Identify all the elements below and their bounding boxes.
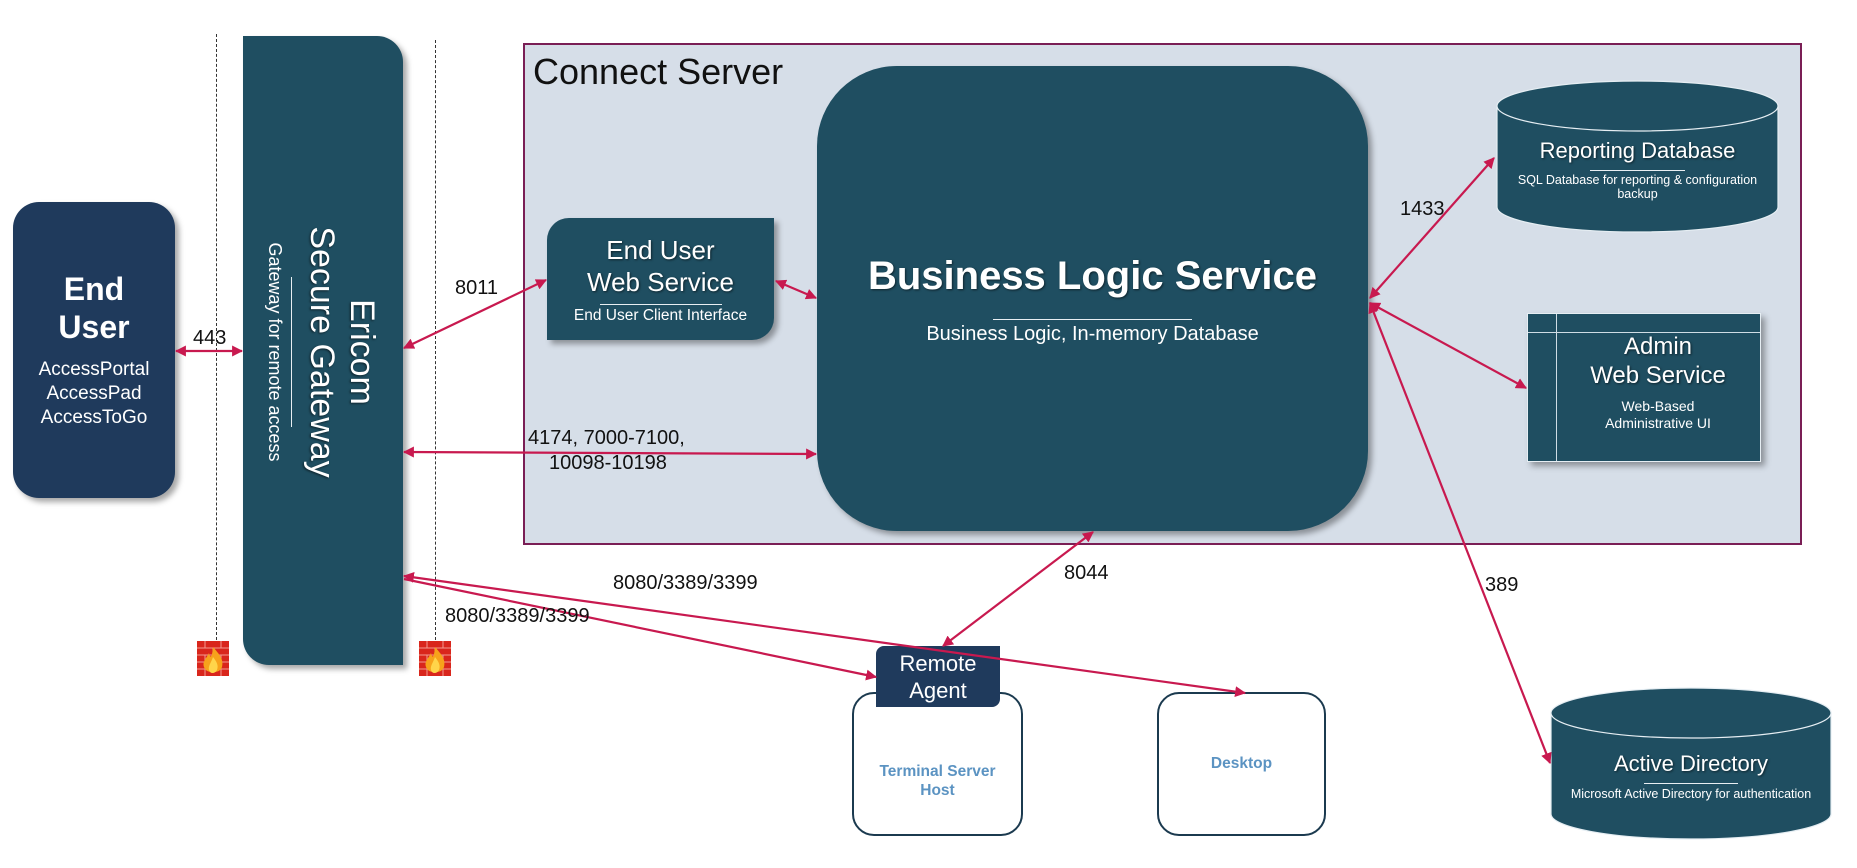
port-label-8044: 8044 [1064, 562, 1109, 584]
admin-label: Admin Web Service Web-Based Administrati… [1556, 332, 1760, 432]
secure-gateway-box[interactable]: Ericom Secure Gateway Gateway for remote… [243, 36, 403, 665]
desktop-label: Desktop [1210, 755, 1273, 772]
admin-subtitle-2: Administrative UI [1605, 415, 1711, 431]
admin-title-2: Web Service [1590, 362, 1726, 389]
port-label-terminal: 8080/3389/3399 [445, 605, 590, 627]
business-logic-service-box[interactable]: Business Logic Service Business Logic, I… [817, 66, 1368, 531]
client-accesstogo: AccessToGo [40, 407, 148, 428]
arrow-euws-bls [774, 279, 818, 300]
bls-divider [993, 319, 1192, 320]
port-label-1433: 1433 [1400, 198, 1445, 220]
end-user-title: End User [58, 271, 130, 345]
euws-subtitle: End User Client Interface [573, 306, 748, 324]
database-cylinder-icon [1496, 80, 1779, 233]
ad-divider [1644, 783, 1738, 784]
client-accesspad: AccessPad [46, 383, 142, 404]
arrow-bls-ad [1368, 301, 1552, 765]
arrow-bls-agent [942, 531, 1094, 647]
arrow-bls-reporting [1369, 157, 1495, 299]
arrow-gateway-desktop [402, 571, 1247, 698]
arrow-gateway-euws [403, 279, 547, 349]
port-label-8011: 8011 [455, 277, 499, 299]
admin-title-1: Admin [1623, 333, 1693, 360]
bls-subtitle: Business Logic, In-memory Database [926, 323, 1259, 345]
arrow-bls-admin [1369, 302, 1527, 389]
firewall-line-outer [216, 34, 217, 640]
port-label-389: 389 [1485, 574, 1519, 596]
reporting-database[interactable]: Reporting Database SQL Database for repo… [1496, 80, 1779, 233]
port-label-443: 443 [193, 327, 227, 349]
connect-server-title: Connect Server [533, 51, 784, 92]
end-user-box[interactable]: End User AccessPortal AccessPad AccessTo… [13, 202, 175, 498]
admin-subtitle-1: Web-Based [1621, 398, 1695, 414]
reporting-db-divider [1590, 170, 1685, 171]
ad-title: Active Directory [1613, 751, 1769, 776]
port-label-desktop: 8080/3389/3399 [613, 572, 758, 594]
arrow-gateway-bls [402, 446, 818, 460]
ad-subtitle: Microsoft Active Directory for authentic… [1570, 787, 1812, 801]
bls-title: Business Logic Service [867, 254, 1318, 298]
euws-title-2: Web Service [587, 266, 734, 297]
directory-cylinder-icon [1550, 687, 1832, 840]
reporting-db-subtitle: SQL Database for reporting & configurati… [1517, 173, 1758, 201]
terminal-server-label: Terminal Server Host [879, 763, 996, 799]
euws-title-1: End User [606, 234, 715, 265]
port-label-range-2: 10098-10198 [549, 452, 667, 474]
client-accessportal: AccessPortal [38, 359, 150, 380]
admin-box-hline [1528, 332, 1760, 333]
firewall-icon [197, 641, 229, 676]
active-directory[interactable]: Active Directory Microsoft Active Direct… [1550, 687, 1832, 840]
desktop-box[interactable]: Desktop [1157, 692, 1326, 836]
arrow-gateway-terminal [403, 577, 878, 681]
admin-box-vline [1556, 314, 1557, 461]
reporting-db-title: Reporting Database [1539, 138, 1736, 163]
port-label-range-1: 4174, 7000-7100, [528, 427, 685, 449]
end-user-web-service-box[interactable]: End User Web Service End User Client Int… [547, 218, 774, 340]
end-user-clients: AccessPortal AccessPad AccessToGo [39, 358, 150, 430]
admin-web-service-box[interactable]: Admin Web Service Web-Based Administrati… [1527, 313, 1761, 462]
terminal-server-host-box[interactable]: Terminal Server Host [852, 692, 1023, 836]
euws-divider [599, 303, 722, 305]
